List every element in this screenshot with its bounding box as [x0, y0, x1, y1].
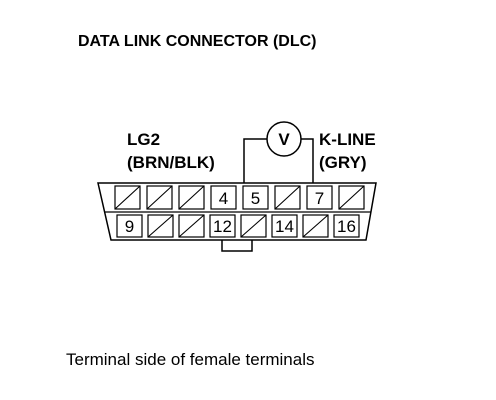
- connector-cell: [147, 214, 174, 238]
- pin-9: 9: [116, 214, 143, 238]
- connector-cell: [178, 214, 205, 238]
- pin-16: 16: [333, 214, 360, 238]
- diagram-caption: Terminal side of female terminals: [66, 350, 314, 369]
- connector-cell: [178, 185, 205, 210]
- pin-12: 12: [209, 214, 236, 238]
- dlc-connector: 4 5 7 9: [97, 182, 377, 252]
- connector-latch: [221, 240, 253, 252]
- connector-cell: [114, 185, 141, 210]
- pin-number: 12: [213, 217, 232, 236]
- lg2-label: LG2: [127, 130, 160, 149]
- pin-number: 7: [315, 189, 324, 208]
- k-line-label: K-LINE: [319, 130, 376, 149]
- connector-cell: [302, 214, 329, 238]
- lg2-color-label: (BRN/BLK): [127, 153, 215, 172]
- pin-4: 4: [210, 185, 237, 210]
- diagram-title: DATA LINK CONNECTOR (DLC): [78, 33, 317, 50]
- pin-number: 16: [337, 217, 356, 236]
- connector-cell: [274, 185, 301, 210]
- voltmeter-symbol: V: [243, 121, 314, 186]
- connector-cell: [338, 185, 365, 210]
- connector-bottom-row: 9 12 14: [116, 214, 360, 238]
- connector-cell: [240, 214, 267, 238]
- k-line-color-label: (GRY): [319, 153, 367, 172]
- pin-7: 7: [306, 185, 333, 210]
- pin-number: 4: [219, 189, 228, 208]
- connector-cell: [146, 185, 173, 210]
- pin-number: 14: [275, 217, 294, 236]
- voltmeter-label: V: [278, 130, 290, 149]
- pin-5: 5: [242, 185, 269, 210]
- pin-number: 9: [125, 217, 134, 236]
- connector-top-row: 4 5 7: [114, 185, 365, 210]
- pin-14: 14: [271, 214, 298, 238]
- pin-number: 5: [251, 189, 260, 208]
